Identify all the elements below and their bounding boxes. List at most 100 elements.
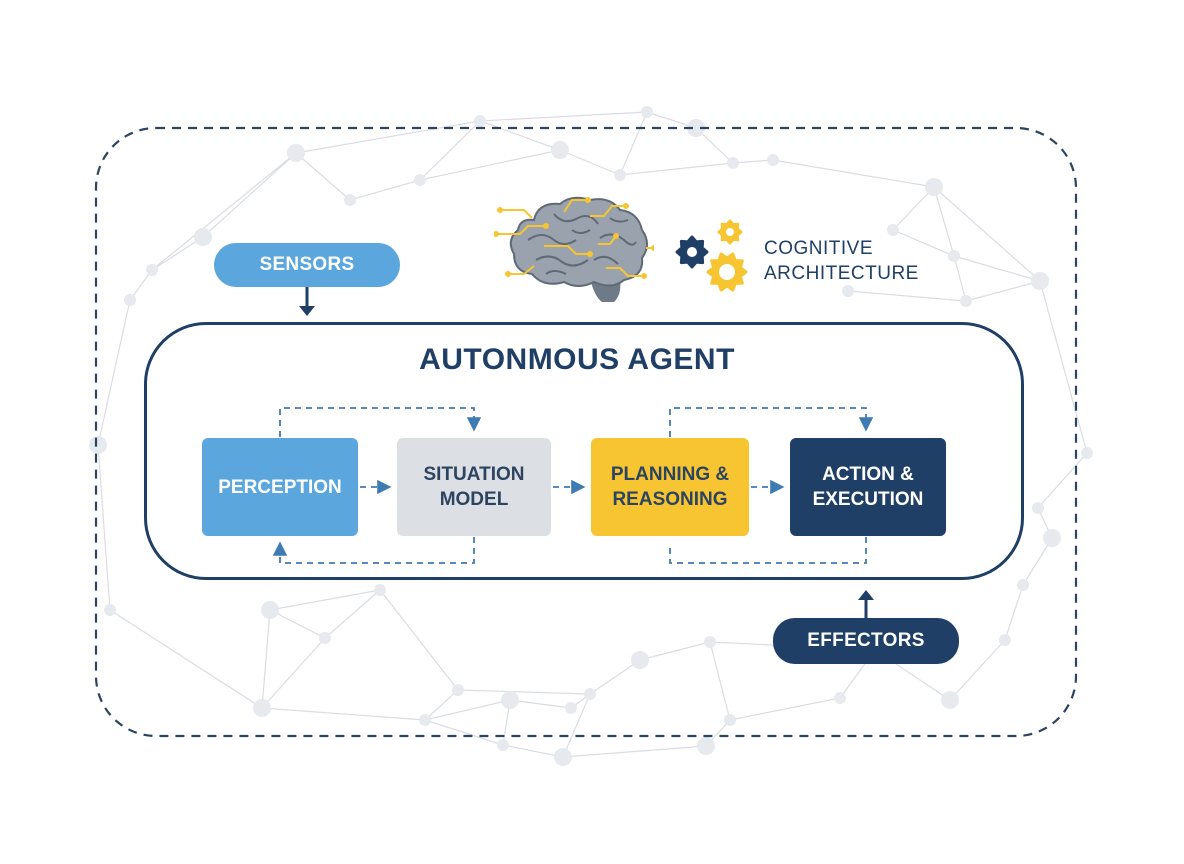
network-edge	[732, 159, 774, 164]
network-edge	[502, 744, 564, 758]
network-edge	[559, 149, 621, 176]
network-edge	[129, 269, 153, 301]
network-edge	[261, 637, 326, 709]
network-node	[614, 169, 626, 181]
situation-model-box: SITUATION MODEL	[397, 438, 551, 536]
situation-label-line2: MODEL	[439, 489, 509, 510]
network-node	[344, 194, 356, 206]
network-node	[452, 684, 464, 696]
network-edge	[349, 179, 421, 201]
network-node	[887, 224, 899, 236]
network-edge	[933, 186, 955, 257]
network-edge	[261, 707, 426, 721]
network-edge	[709, 641, 731, 721]
network-node	[414, 174, 426, 186]
network-edge	[562, 745, 707, 758]
network-node	[194, 228, 212, 246]
network-edge	[892, 186, 935, 231]
situation-label-line1: SITUATION	[423, 464, 525, 485]
network-edge	[151, 152, 297, 271]
network-edge	[97, 444, 111, 611]
network-node	[724, 714, 736, 726]
network-edge	[424, 719, 504, 746]
planning-label-line2: REASONING	[612, 489, 728, 510]
network-node	[104, 604, 116, 616]
effectors-pill: EFFECTORS	[773, 618, 959, 664]
network-node	[497, 739, 509, 751]
network-node	[704, 636, 716, 648]
network-edge	[419, 120, 481, 181]
network-node	[565, 702, 577, 714]
network-edge	[151, 236, 204, 271]
network-edge	[269, 589, 381, 611]
sensors-pill: SENSORS	[214, 243, 400, 287]
network-edge	[424, 689, 459, 721]
network-edge	[479, 120, 561, 151]
network-node	[941, 691, 959, 709]
network-node	[146, 264, 158, 276]
network-edge	[295, 152, 351, 201]
network-edge	[562, 693, 591, 758]
network-node	[842, 285, 854, 297]
network-edge	[772, 159, 935, 188]
network-edge	[1039, 280, 1088, 454]
network-edge	[1004, 584, 1024, 641]
network-edge	[729, 697, 841, 721]
network-node	[374, 584, 386, 596]
network-node	[687, 119, 705, 137]
network-edge	[269, 609, 326, 639]
action-execution-box: ACTION & EXECUTION	[790, 438, 946, 536]
network-edge	[479, 111, 648, 122]
network-edge	[847, 290, 967, 302]
network-edge	[589, 659, 641, 695]
network-node	[89, 436, 107, 454]
network-edge	[953, 255, 1041, 282]
network-node	[501, 691, 519, 709]
network-node	[287, 144, 305, 162]
network-edge	[965, 280, 1041, 302]
network-edge	[619, 162, 734, 176]
action-label-line1: ACTION &	[822, 464, 914, 485]
network-node	[631, 651, 649, 669]
network-node	[925, 178, 943, 196]
network-node	[999, 634, 1011, 646]
cognitive-architecture-label: COGNITIVE ARCHITECTURE	[764, 236, 919, 286]
network-node	[1032, 502, 1044, 514]
brain-icon	[494, 196, 654, 302]
network-node	[419, 714, 431, 726]
network-node	[697, 737, 715, 755]
planning-label-line1: PLANNING &	[610, 464, 730, 485]
network-node	[1043, 529, 1061, 547]
network-edge	[379, 589, 459, 691]
network-edge	[619, 111, 648, 176]
network-node	[641, 106, 653, 118]
network-edge	[97, 299, 131, 446]
network-node	[960, 295, 972, 307]
network-node	[319, 632, 331, 644]
network-edge	[109, 609, 263, 709]
gears-icon	[675, 219, 748, 292]
sensors-label: SENSORS	[259, 254, 355, 275]
network-node	[261, 601, 279, 619]
network-edge	[424, 699, 511, 721]
network-node	[253, 699, 271, 717]
planning-reasoning-box: PLANNING & REASONING	[591, 438, 749, 536]
network-node	[1031, 272, 1049, 290]
network-edge	[933, 186, 1041, 282]
network-node	[584, 688, 596, 700]
network-node	[834, 692, 846, 704]
perception-label: PERCEPTION	[218, 476, 342, 498]
network-edge	[1037, 452, 1088, 509]
network-edge	[324, 589, 381, 639]
network-node	[124, 294, 136, 306]
network-edge	[953, 255, 967, 302]
network-edge	[202, 152, 297, 238]
network-node	[554, 748, 572, 766]
network-node	[948, 250, 960, 262]
network-node	[1081, 447, 1093, 459]
cognitive-label-line1: COGNITIVE	[764, 238, 874, 259]
network-edge	[892, 229, 955, 257]
network-node	[1017, 579, 1029, 591]
network-edge	[639, 641, 711, 661]
